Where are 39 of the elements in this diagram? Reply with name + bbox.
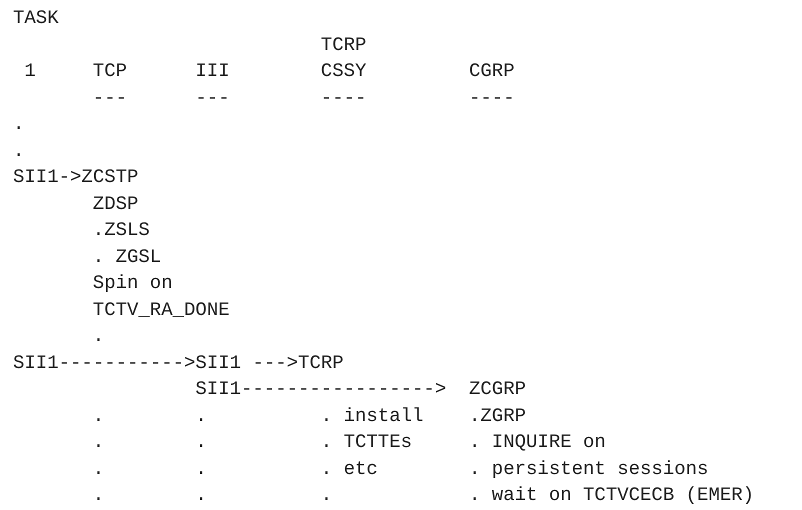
- code-text: TCTV_RA_DONE: [92, 298, 230, 322]
- code-text: SII1->ZCSTP: [13, 165, 138, 190]
- code-text: Spin on: [92, 271, 173, 296]
- code-text: .: [13, 112, 24, 137]
- code-text: . persistent sessions: [469, 456, 708, 482]
- code-text: . INQUIRE on: [469, 430, 606, 455]
- code-text: SII1----------->SII1 --->TCRP: [13, 350, 344, 376]
- code-text: . etc: [320, 456, 378, 482]
- code-text: ZDSP: [92, 192, 138, 216]
- code-text: .: [92, 324, 104, 349]
- code-text: .: [195, 483, 207, 508]
- code-text: .: [92, 483, 104, 508]
- code-text: . wait on TCTVCECB (EMER): [469, 483, 754, 508]
- code-text: .ZSLS: [92, 218, 150, 243]
- code-text: TCP: [92, 59, 128, 84]
- code-text: .: [13, 138, 24, 164]
- code-text: 1: [24, 59, 36, 84]
- code-text: CGRP: [469, 59, 515, 84]
- code-text: .: [92, 404, 104, 428]
- code-text: .: [195, 404, 207, 428]
- code-text: . ZGSL: [92, 244, 162, 270]
- code-text: ---: [92, 86, 128, 110]
- code-text: SII1----------------->: [195, 377, 446, 402]
- code-text: ---: [195, 86, 230, 110]
- code-text: .: [92, 430, 104, 455]
- code-text: . TCTTEs: [320, 430, 412, 455]
- code-text: ----: [469, 86, 515, 110]
- code-text: III: [195, 59, 230, 84]
- code-text: TASK: [13, 6, 59, 31]
- code-text: ----: [320, 86, 366, 110]
- code-text: .: [195, 456, 207, 482]
- code-text: TCRP: [320, 32, 366, 58]
- code-text: CSSY: [320, 59, 366, 84]
- code-text: .ZGRP: [469, 404, 526, 428]
- code-text: .: [195, 430, 207, 455]
- code-text: ZCGRP: [469, 377, 526, 402]
- code-text: .: [320, 483, 332, 508]
- code-text: . install: [320, 404, 424, 428]
- code-text: .: [92, 456, 104, 482]
